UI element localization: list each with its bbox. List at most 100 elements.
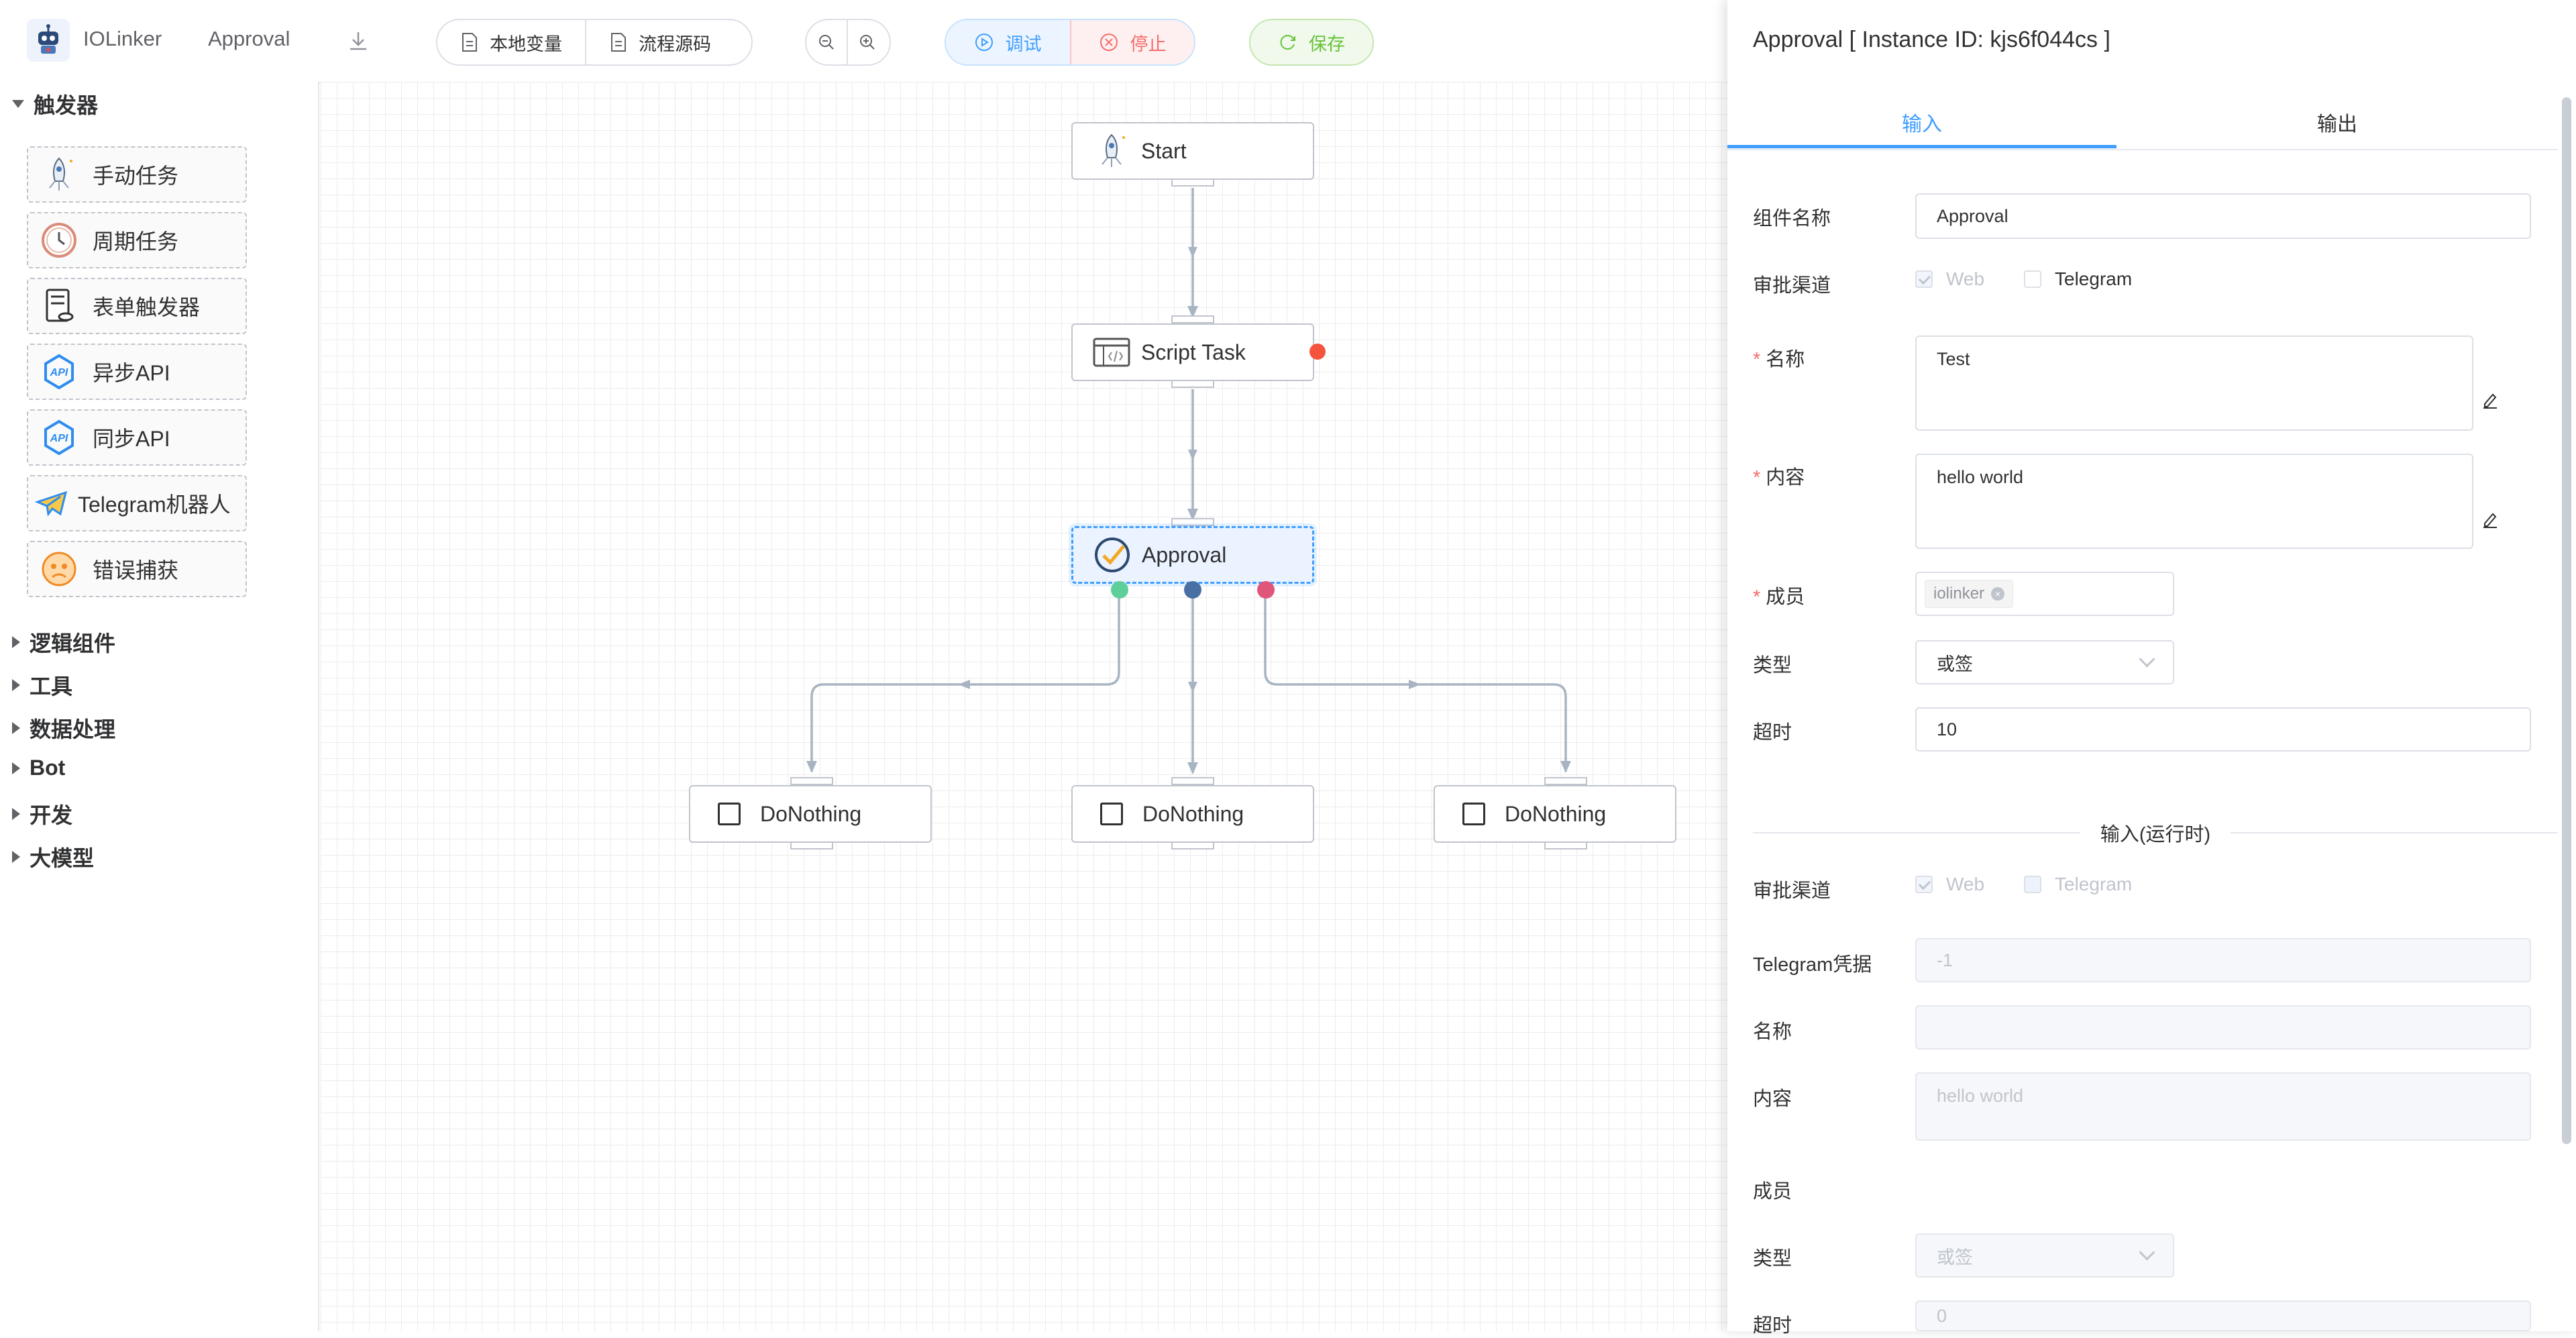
panel-tabs: 输入 输出 (1727, 101, 2558, 150)
runtime-channel-label: 审批渠道 (1753, 880, 1831, 902)
caret-right-icon (12, 762, 20, 774)
node-port[interactable] (1171, 777, 1214, 785)
edit-icon[interactable] (2481, 391, 2500, 409)
output-port-green[interactable] (1111, 581, 1128, 599)
local-variables-button[interactable]: 本地变量 (437, 20, 585, 64)
zoom-button-group (805, 19, 891, 66)
tab-input[interactable]: 输入 (1902, 113, 1942, 136)
node-port[interactable] (1544, 777, 1587, 785)
members-label: *成员 (1753, 581, 1805, 609)
trigger-item-label: 错误捕获 (93, 558, 179, 582)
approval-check-icon (1092, 535, 1132, 575)
trigger-item-form[interactable]: 表单触发器 (27, 278, 247, 334)
channel-telegram-checkbox[interactable]: Telegram (2024, 268, 2132, 290)
component-name-label: 组件名称 (1753, 208, 1831, 229)
category-development[interactable]: 开发 (12, 799, 72, 829)
svg-text:API: API (50, 433, 68, 444)
node-port[interactable] (1171, 380, 1214, 388)
node-donothing-left[interactable]: DoNothing (689, 785, 932, 843)
category-label: 大模型 (30, 846, 95, 870)
output-port-red[interactable] (1257, 581, 1275, 599)
trigger-item-error-catch[interactable]: 错误捕获 (27, 541, 247, 597)
node-port[interactable] (1171, 841, 1214, 850)
zoom-out-button[interactable] (806, 20, 847, 64)
close-icon[interactable]: × (1991, 587, 2005, 601)
node-port[interactable] (1171, 315, 1214, 323)
node-approval[interactable]: Approval (1071, 526, 1314, 584)
node-port[interactable] (790, 777, 833, 785)
error-port-dot[interactable] (1309, 344, 1326, 360)
content-textarea[interactable]: hello world (1915, 454, 2473, 549)
checkbox-box (2024, 876, 2041, 893)
zoom-in-button[interactable] (847, 20, 887, 64)
rocket-icon (38, 153, 80, 196)
chevron-down-icon (2139, 651, 2155, 668)
category-label: 开发 (30, 803, 73, 827)
runtime-timeout-input: 0 (1915, 1300, 2531, 1331)
download-icon[interactable] (346, 28, 370, 52)
save-label: 保存 (1309, 34, 1345, 54)
output-port-blue[interactable] (1184, 581, 1201, 599)
category-bot[interactable]: Bot (12, 756, 65, 780)
timeout-input[interactable]: 10 (1915, 707, 2531, 752)
node-port[interactable] (1171, 178, 1214, 187)
checkbox-box (2024, 270, 2041, 288)
runtime-content-label: 内容 (1753, 1088, 1792, 1110)
content-label: *内容 (1753, 462, 1805, 490)
trigger-item-manual[interactable]: 手动任务 (27, 146, 247, 203)
tab-output[interactable]: 输出 (2317, 113, 2357, 136)
category-llm[interactable]: 大模型 (12, 841, 94, 872)
node-port[interactable] (790, 841, 833, 850)
type-select[interactable]: 或签 (1915, 640, 2174, 684)
node-label: DoNothing (1505, 801, 1607, 826)
members-label-text: 成员 (1766, 586, 1805, 608)
trigger-item-async-api[interactable]: API 异步API (27, 344, 247, 400)
members-select[interactable]: iolinker × (1915, 572, 2174, 616)
telegram-icon (31, 482, 74, 525)
category-data-processing[interactable]: 数据处理 (12, 713, 115, 743)
node-port[interactable] (1171, 518, 1214, 526)
node-start[interactable]: Start (1071, 122, 1314, 180)
stop-circle-icon (1100, 34, 1118, 51)
channel-web-checkbox[interactable]: Web (1915, 268, 1984, 290)
trigger-item-label: 表单触发器 (93, 295, 201, 319)
checkbox-icon (1099, 794, 1124, 834)
category-tools[interactable]: 工具 (12, 670, 72, 701)
component-name-input[interactable]: Approval (1915, 193, 2531, 239)
node-port[interactable] (1544, 841, 1587, 850)
api-icon: API (38, 350, 80, 393)
name-textarea[interactable]: Test (1915, 336, 2473, 431)
component-sidebar: 触发器 手动任务 周期任务 表单触发器 API 异步API API 同步API (0, 82, 319, 1331)
node-donothing-right[interactable]: DoNothing (1434, 785, 1676, 843)
caret-right-icon (12, 636, 20, 648)
zoom-out-icon (819, 35, 834, 50)
checkbox-label: Web (1946, 268, 1985, 289)
category-logic[interactable]: 逻辑组件 (12, 627, 115, 658)
panel-scrollbar[interactable] (2562, 97, 2571, 1144)
trigger-item-telegram-bot[interactable]: Telegram机器人 (27, 475, 247, 531)
flow-canvas[interactable]: Start Script Task Approval DoNothing DoN… (321, 82, 1727, 1331)
flow-source-label: 流程源码 (639, 34, 711, 54)
trigger-item-sync-api[interactable]: API 同步API (27, 409, 247, 466)
category-triggers[interactable]: 触发器 (12, 89, 98, 119)
node-script-task[interactable]: Script Task (1071, 323, 1314, 381)
trigger-item-scheduled[interactable]: 周期任务 (27, 212, 247, 268)
node-donothing-middle[interactable]: DoNothing (1071, 785, 1314, 843)
source-button-group: 本地变量 流程源码 (436, 19, 753, 66)
flow-edges (806, 188, 1571, 774)
node-label: DoNothing (1142, 801, 1244, 826)
runtime-type-label: 类型 (1753, 1248, 1792, 1270)
runtime-channel-telegram-checkbox: Telegram (2024, 874, 2132, 895)
runtime-channel-web-checkbox: Web (1915, 874, 1984, 895)
flow-source-button[interactable]: 流程源码 (585, 20, 734, 64)
edit-icon[interactable] (2481, 510, 2500, 529)
stop-button[interactable]: 停止 (1069, 20, 1194, 64)
category-label: 逻辑组件 (30, 631, 116, 656)
type-select-value: 或签 (1937, 654, 1973, 674)
runtime-section-title: 输入(运行时) (1727, 819, 2576, 847)
top-toolbar: IOLinker Approval 本地变量 流程源码 调试 停止 (0, 0, 1727, 83)
debug-button[interactable]: 调试 (946, 20, 1070, 64)
runtime-type-select: 或签 (1915, 1233, 2174, 1278)
checkbox-box (1915, 876, 1933, 893)
save-button[interactable]: 保存 (1250, 20, 1373, 64)
